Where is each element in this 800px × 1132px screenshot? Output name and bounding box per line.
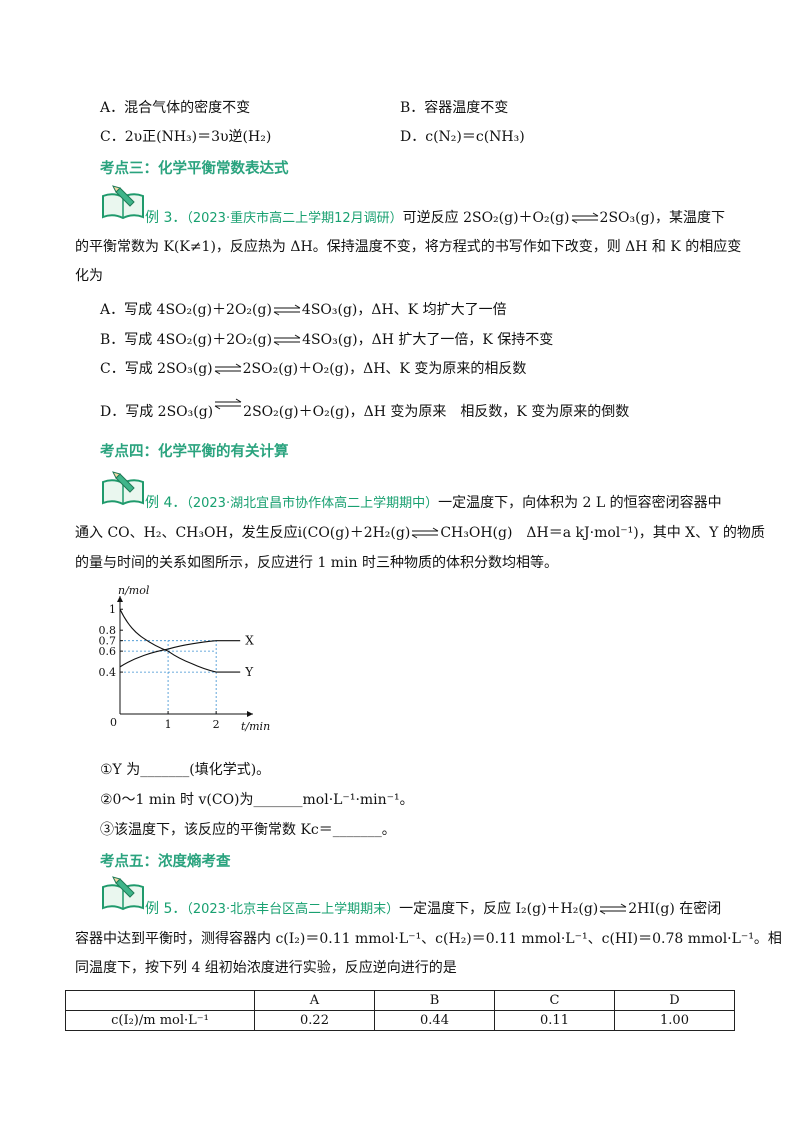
- equilibrium-arrow-icon: [600, 903, 627, 915]
- table-header-cell: [65, 990, 255, 1011]
- y-axis-label: n/mol: [118, 584, 150, 597]
- table-header-cell: B: [374, 990, 495, 1011]
- y-tick-label: 0.4: [99, 666, 117, 679]
- example-4-label: 例 4．（2023·湖北宜昌市协作体高二上学期期中）一定温度下，向体积为 2 L…: [145, 495, 722, 511]
- table-cell: 0.11: [494, 1010, 615, 1031]
- example-4-question-1: ①Y 为_______(填化学式)。: [100, 762, 271, 778]
- example-3-stem-b: 2SO₃(g)，某温度下: [599, 210, 726, 226]
- equilibrium-arrow-icon: [412, 527, 439, 539]
- y-tick-label: 0.7: [99, 635, 117, 648]
- example-3-stem-line2: 的平衡常数为 K(K≠1)，反应热为 ΔH。保持温度不变，将方程式的书写作如下改…: [75, 239, 742, 255]
- example-3-source: （2023·重庆市高二上学期12月调研）: [186, 211, 403, 226]
- section-5-heading: 考点五：浓度熵考查: [100, 854, 231, 870]
- series-label-X: X: [245, 634, 254, 648]
- book-pencil-icon: [102, 185, 144, 220]
- x-axis-label: t/min: [241, 720, 270, 733]
- example-4-stem-line2: 通入 CO、H₂、CH₃OH，发生反应ⅰ(CO(g)＋2H₂(g)CH₃OH(g…: [75, 525, 765, 541]
- x-tick-label: 2: [213, 718, 220, 731]
- table-cell: 1.00: [614, 1010, 735, 1031]
- example-4-source: （2023·湖北宜昌市协作体高二上学期期中）: [186, 496, 439, 511]
- example-3-option-c: C．写成 2SO₃(g)2SO₂(g)＋O₂(g)，ΔH、K 变为原来的相反数: [100, 361, 527, 377]
- option-c-prev: C．2υ正(NH₃)＝3υ逆(H₂): [100, 129, 272, 145]
- option-a-prev: A．混合气体的密度不变: [100, 100, 251, 116]
- y-tick-label: 0.6: [99, 645, 117, 658]
- equilibrium-arrow-icon: [214, 398, 242, 410]
- example-3-option-b: B．写成 4SO₂(g)＋2O₂(g)4SO₃(g)，ΔH 扩大了一倍，K 保持…: [100, 332, 554, 348]
- example-5-source: （2023·北京丰台区高二上学期期末）: [186, 902, 400, 917]
- x-tick-label: 1: [165, 718, 172, 731]
- series-line-Y: [119, 609, 241, 673]
- example-3-option-a: A．写成 4SO₂(g)＋2O₂(g)4SO₃(g)，ΔH、K 均扩大了一倍: [100, 302, 507, 318]
- example-4-question-2: ②0～1 min 时 v(CO)为_______mol·L⁻¹·min⁻¹。: [100, 792, 414, 808]
- table-row: c(I₂)/m mol·L⁻¹ 0.22 0.44 0.11 1.00: [65, 1010, 735, 1031]
- example-3-label: 例 3．（2023·重庆市高二上学期12月调研）可逆反应 2SO₂(g)＋O₂(…: [145, 210, 726, 226]
- example-3-option-d: D．写成 2SO₃(g)2SO₂(g)＋O₂(g)，ΔH 变为原来 相反数，K …: [100, 398, 629, 422]
- equilibrium-arrow-icon: [273, 304, 301, 316]
- example-3-stem-a: 可逆反应 2SO₂(g)＋O₂(g): [402, 210, 570, 226]
- example-5-label: 例 5．（2023·北京丰台区高二上学期期末）一定温度下，反应 I₂(g)＋H₂…: [145, 901, 722, 917]
- initial-concentration-table: A B C D c(I₂)/m mol·L⁻¹ 0.22 0.44 0.11 1…: [65, 990, 735, 1031]
- table-header-cell: A: [254, 990, 375, 1011]
- n-vs-t-chart: 0.4 0.60.70.8 1 1 2 0 n/mol t/min X Y: [99, 584, 271, 733]
- table-cell: 0.22: [254, 1010, 375, 1031]
- table-header-row: A B C D: [65, 990, 735, 1011]
- origin-label: 0: [110, 716, 117, 729]
- y-tick-label: 0.8: [99, 624, 117, 637]
- series-line-X: [119, 640, 241, 668]
- book-pencil-icon: [102, 876, 144, 911]
- equilibrium-arrow-icon: [571, 212, 598, 224]
- table-row-label: c(I₂)/m mol·L⁻¹: [65, 1010, 255, 1031]
- example-5-stem-line3: 同温度下，按下列 4 组初始浓度进行实验，反应逆向进行的是: [75, 960, 457, 976]
- series-label-Y: Y: [244, 665, 254, 679]
- option-b-prev: B．容器温度不变: [400, 100, 509, 116]
- x-axis-arrow: [247, 711, 253, 717]
- y-axis-arrow: [117, 596, 123, 602]
- equilibrium-arrow-icon: [214, 363, 241, 375]
- option-d-prev: D．c(N₂)＝c(NH₃): [400, 129, 525, 145]
- example-4-stem-line3: 的量与时间的关系如图所示，反应进行 1 min 时三种物质的体积分数均相等。: [75, 555, 559, 571]
- example-3-stem-line3: 化为: [75, 268, 103, 284]
- table-header-cell: C: [494, 990, 615, 1011]
- example-4-question-3: ③该温度下，该反应的平衡常数 Kc＝_______。: [100, 822, 396, 838]
- table-cell: 0.44: [374, 1010, 495, 1031]
- y-tick-label: 1: [109, 603, 116, 616]
- book-pencil-icon: [102, 471, 144, 506]
- example-5-stem-line2: 容器中达到平衡时，测得容器内 c(I₂)＝0.11 mmol·L⁻¹、c(H₂)…: [75, 931, 782, 947]
- table-header-cell: D: [614, 990, 735, 1011]
- equilibrium-arrow-icon: [273, 334, 301, 346]
- section-4-heading: 考点四：化学平衡的有关计算: [100, 444, 289, 460]
- section-3-heading: 考点三：化学平衡常数表达式: [100, 161, 289, 177]
